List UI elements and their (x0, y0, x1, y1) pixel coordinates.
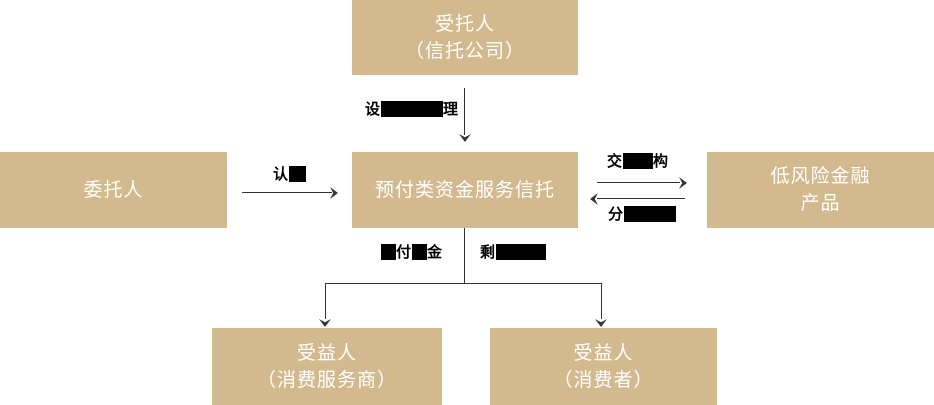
arrowhead-down-icon (459, 134, 471, 142)
redaction-block (624, 206, 677, 222)
edge-label-subscribe-prefix: 认 (273, 166, 290, 183)
node-beneficiary-consumer: 受益人 （消费者） (490, 328, 717, 405)
arrowhead-down-icon (319, 319, 331, 327)
edge-label-transaction-prefix: 交 (607, 153, 624, 170)
edge-label-manage-prefix: 设 (365, 101, 382, 118)
node-beneficiary-provider-line1: 受益人 (296, 342, 357, 364)
edge-label-remaining: 剩 (480, 244, 547, 262)
connector-products-to-trust (597, 198, 685, 199)
node-beneficiary-provider: 受益人 （消费服务商） (212, 328, 442, 405)
redaction-block (412, 244, 428, 260)
arrowhead-left-icon (590, 193, 598, 205)
connector-split-horizontal (325, 283, 602, 284)
connector-trust-to-products (597, 182, 680, 183)
node-trustee-line2: （信托公司） (404, 40, 525, 62)
edge-label-transaction-suffix: 构 (653, 153, 670, 170)
redaction-block (289, 166, 307, 182)
node-beneficiary-consumer-line1: 受益人 (573, 342, 634, 364)
node-beneficiary-consumer-line2: （消费者） (553, 369, 654, 391)
arrowhead-right-icon (330, 187, 338, 199)
redaction-block (381, 101, 444, 117)
node-principal-line1: 委托人 (83, 179, 144, 201)
node-principal: 委托人 (0, 152, 227, 228)
edge-label-pay-seg2: 金 (427, 244, 444, 261)
node-trustee: 受托人 （信托公司） (352, 0, 578, 75)
node-beneficiary-provider-line2: （消费服务商） (256, 369, 397, 391)
node-prepaid-trust-line1: 预付类资金服务信托 (374, 179, 555, 201)
node-low-risk-products-line2: 产品 (800, 193, 841, 214)
edge-label-manage: 设理 (365, 101, 459, 119)
connector-principal-to-trust (242, 192, 332, 193)
edge-label-transaction: 交构 (607, 153, 669, 171)
node-low-risk-products-line1: 低风险金融 (770, 166, 871, 187)
connector-trust-down (464, 228, 465, 283)
redaction-block (381, 244, 396, 260)
edge-label-distribute-prefix: 分 (608, 206, 625, 223)
node-prepaid-trust: 预付类资金服务信托 (352, 152, 578, 228)
connector-trustee-to-trust (464, 88, 465, 135)
edge-label-pay-seg1: 付 (396, 244, 413, 261)
arrowhead-down-icon (595, 319, 607, 327)
edge-label-pay: 付金 (381, 244, 443, 262)
arrowhead-right-icon (679, 177, 687, 189)
redaction-block (623, 153, 654, 169)
connector-to-consumer (601, 283, 602, 319)
node-trustee-line1: 受托人 (434, 13, 495, 35)
connector-to-provider (325, 283, 326, 319)
redaction-block (496, 244, 547, 260)
edge-label-manage-suffix: 理 (443, 101, 460, 118)
edge-label-distribute: 分 (608, 206, 677, 224)
edge-label-subscribe: 认 (273, 166, 307, 184)
edge-label-remaining-prefix: 剩 (480, 244, 497, 261)
node-low-risk-products: 低风险金融 产品 (707, 152, 934, 228)
